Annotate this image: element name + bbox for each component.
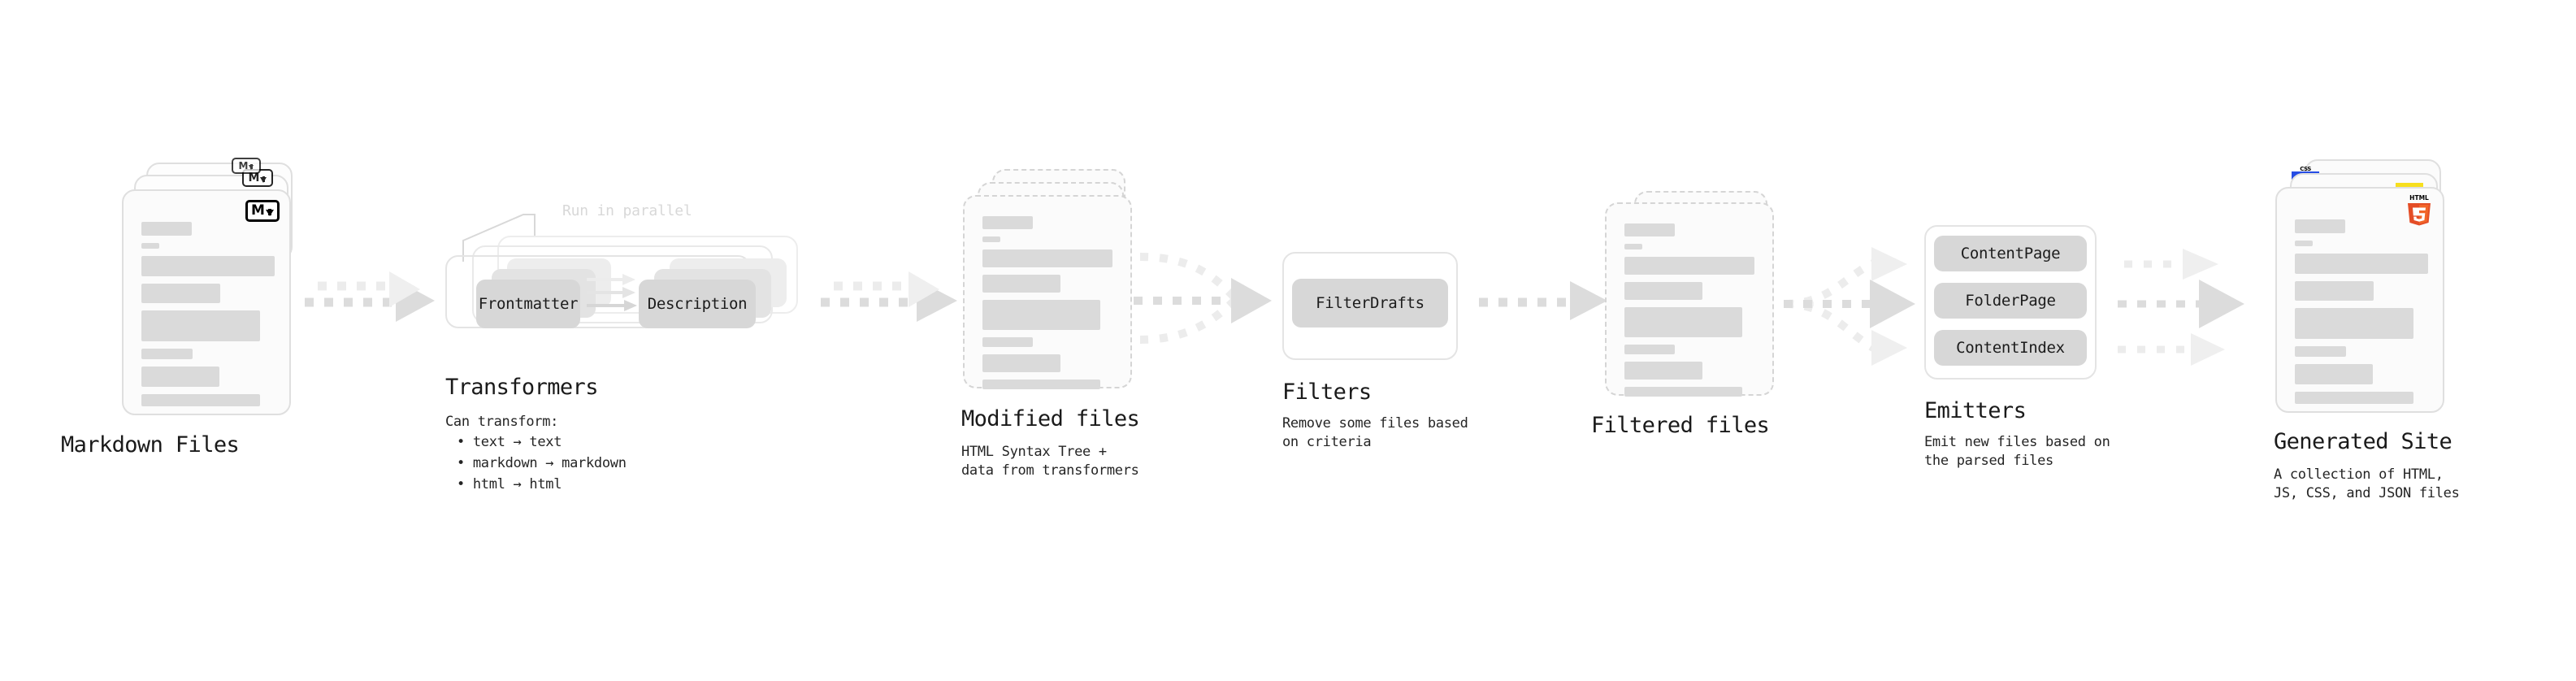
- connector-markdown-to-transformers: [305, 271, 435, 322]
- content-bar: [982, 216, 1033, 229]
- content-bar: [141, 243, 159, 249]
- content-bar: [141, 256, 275, 276]
- content-bar: [1624, 387, 1742, 397]
- emitter-pill-contentindex[interactable]: ContentIndex: [1934, 330, 2087, 366]
- content-bar: [1624, 223, 1675, 236]
- stage-subtitle: A collection of HTML, JS, CSS, and JSON …: [2274, 466, 2460, 501]
- connector-transformers-to-modified: [821, 271, 957, 322]
- content-bar: [982, 380, 1100, 389]
- emitter-pill-folderpage[interactable]: FolderPage: [1934, 283, 2087, 319]
- content-bar: [141, 222, 192, 236]
- filter-pill-label: FilterDrafts: [1316, 294, 1425, 312]
- connector-filters-to-filtered: [1479, 281, 1607, 320]
- document-content: [2277, 189, 2443, 411]
- html5-icon: HTML: [2405, 193, 2433, 229]
- content-bar: [1624, 244, 1642, 249]
- content-bar: [982, 249, 1112, 267]
- content-bar: [141, 349, 193, 359]
- stage-subtitle: Emit new files based on the parsed files: [1924, 434, 2110, 469]
- emitter-pill-label: FolderPage: [1965, 292, 2056, 310]
- content-bar: [2295, 219, 2345, 233]
- markdown-icon-ghost: M: [232, 158, 261, 174]
- content-bar: [2295, 281, 2374, 301]
- content-bar: [2295, 241, 2313, 246]
- css-icon-label: CSS: [2300, 166, 2311, 172]
- content-bar: [141, 367, 219, 387]
- stage-title: Modified files: [961, 406, 1140, 432]
- transformer-pill-label: Frontmatter: [478, 295, 579, 313]
- content-bar: [141, 394, 260, 406]
- content-bar: [982, 300, 1100, 330]
- document-card-front: HTML: [2275, 187, 2444, 413]
- document-card-front: M: [122, 189, 291, 415]
- stage-subtitle: HTML Syntax Tree + data from transformer…: [961, 444, 1139, 479]
- transform-detail-heading: Can transform:: [445, 414, 559, 430]
- content-bar: [982, 337, 1033, 347]
- content-bar: [2295, 364, 2373, 384]
- stage-title: Filters: [1282, 380, 1372, 405]
- transformer-pill-frontmatter[interactable]: Frontmatter: [476, 280, 580, 328]
- filter-pill-filterdrafts[interactable]: FilterDrafts: [1292, 279, 1448, 327]
- connector-modified-to-filters: [1134, 253, 1272, 344]
- transform-bullet-2: • markdown → markdown: [457, 455, 627, 471]
- markdown-icon: M: [245, 200, 280, 222]
- connector-filtered-to-emitters: [1784, 247, 1915, 366]
- content-bar: [2295, 346, 2346, 357]
- document-content: [1607, 204, 1772, 397]
- stage-title: Emitters: [1924, 398, 2027, 423]
- inner-transform-arrows: [587, 274, 637, 311]
- run-in-parallel-label: Run in parallel: [562, 202, 692, 219]
- transformer-pill-description[interactable]: Description: [639, 280, 756, 328]
- html5-icon-label: HTML: [2409, 194, 2429, 202]
- content-bar: [1624, 282, 1702, 300]
- content-bar: [982, 236, 1000, 242]
- emitter-pill-label: ContentPage: [1960, 245, 2061, 262]
- stage-title: Generated Site: [2274, 429, 2452, 454]
- stage-title: Markdown Files: [61, 432, 240, 458]
- markdown-icon-arrow: [265, 208, 274, 216]
- document-card-front: [1605, 202, 1774, 397]
- emitter-pill-contentpage[interactable]: ContentPage: [1934, 236, 2087, 271]
- connector-emitters-to-site: [2118, 249, 2244, 366]
- run-in-parallel-bracket: [462, 214, 536, 262]
- content-bar: [141, 284, 220, 303]
- markdown-icon-letter: M: [251, 202, 265, 219]
- content-bar: [2295, 308, 2413, 339]
- filter-group-front: [1282, 252, 1458, 360]
- content-bar: [1624, 257, 1754, 275]
- stage-title: Transformers: [445, 375, 598, 400]
- content-bar: [2295, 254, 2428, 274]
- content-bar: [2295, 392, 2413, 404]
- content-bar: [141, 310, 260, 341]
- stage-title: Filtered files: [1591, 413, 1770, 438]
- stage-subtitle: Remove some files based on criteria: [1282, 415, 1468, 450]
- emitter-pill-label: ContentIndex: [1956, 339, 2065, 357]
- document-content: [124, 191, 289, 414]
- document-content: [965, 197, 1130, 389]
- content-bar: [1624, 307, 1742, 337]
- emitter-group-front: [1924, 225, 2097, 380]
- transformer-pill-label: Description: [647, 295, 748, 313]
- content-bar: [982, 275, 1060, 293]
- document-card-front: [963, 195, 1132, 389]
- transform-bullet-1: • text → text: [457, 434, 562, 450]
- content-bar: [1624, 345, 1675, 354]
- transform-bullet-3: • html → html: [457, 476, 562, 492]
- content-bar: [982, 354, 1060, 372]
- content-bar: [1624, 362, 1702, 380]
